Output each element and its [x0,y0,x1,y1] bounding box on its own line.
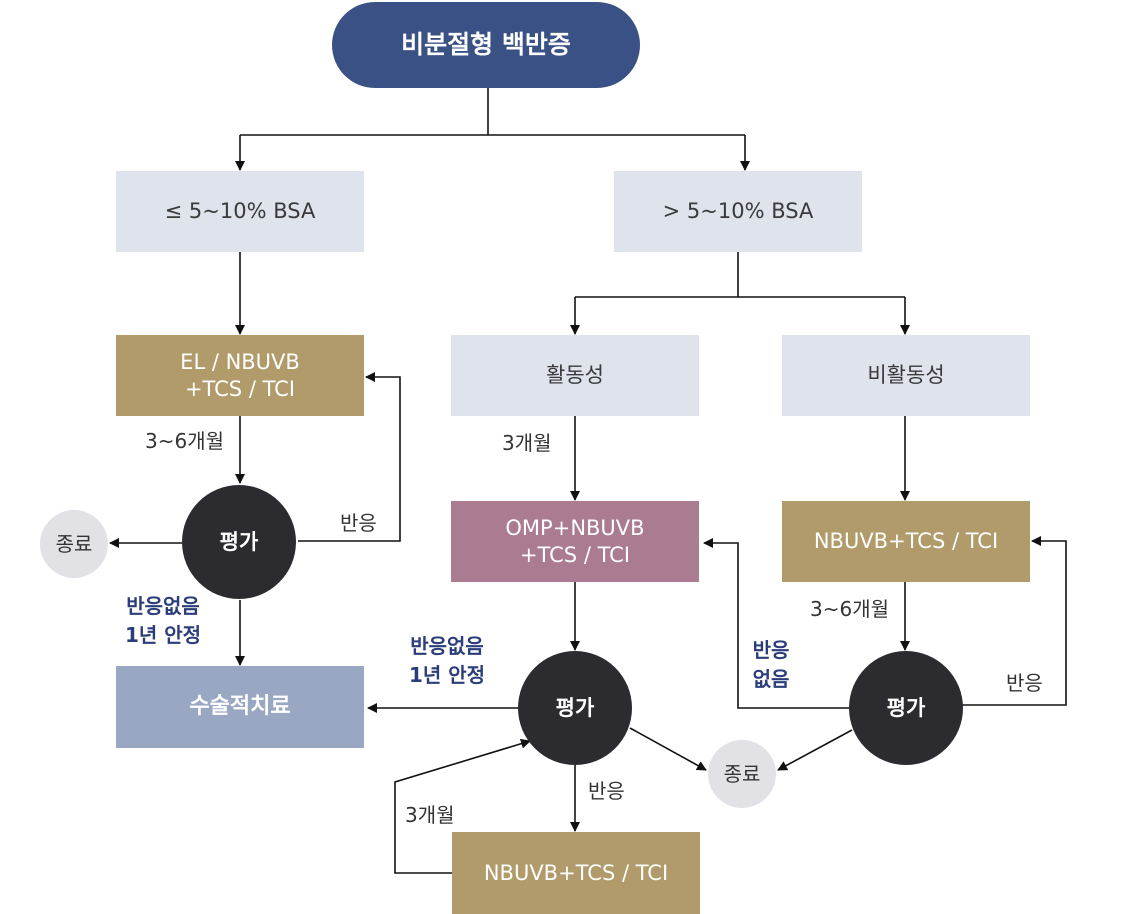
bsa-low-label: ≤ 5~10% BSA [164,199,316,224]
end-left-label: 종료 [55,531,93,556]
eval-left-circle: 평가 [182,485,296,599]
right-response-label: 반응 [1006,671,1043,695]
eval-middle-circle: 평가 [518,651,632,765]
bsa-high-box: > 5~10% BSA [614,171,862,252]
left-treatment-box: EL / NBUVB +TCS / TCI [116,335,364,416]
eval-middle-label: 평가 [555,695,595,720]
eval-right-circle: 평가 [849,651,963,765]
middle-no-response-line2: 1년 안정 [408,663,486,687]
middle-response-label: 반응 [588,779,625,803]
eval-right-label: 평가 [886,695,926,720]
inactive-treatment-box: NBUVB+TCS / TCI [782,501,1030,582]
right-no-response-line1: 반응 [752,638,790,662]
bsa-low-box: ≤ 5~10% BSA [116,171,364,252]
bsa-high-label: > 5~10% BSA [662,199,814,224]
left-no-response-line1: 반응없음 [126,594,200,618]
omp-treatment-box: OMP+NBUVB +TCS / TCI [451,501,699,582]
inactive-treatment-label: NBUVB+TCS / TCI [813,529,999,554]
connector-bottom-loop [394,738,531,874]
left-treatment-line1: EL / NBUVB [180,350,300,375]
right-no-response-label: 반응 없음 [740,636,802,694]
active-label: 활동성 [546,363,604,388]
left-duration-label: 3~6개월 [145,429,225,453]
bottom-treatment-label: NBUVB+TCS / TCI [483,860,669,885]
left-response-label: 반응 [340,511,377,535]
middle-no-response-line1: 반응없음 [410,634,484,658]
middle-duration-label: 3개월 [502,431,552,455]
surgery-label: 수술적치료 [189,694,291,720]
flowchart-title-text: 비분절형 백반증 [401,30,571,60]
omp-treatment-line2: +TCS / TCI [519,542,631,567]
connector-left-response-loop [298,372,401,542]
left-treatment-line2: +TCS / TCI [184,376,296,401]
active-box: 활동성 [451,335,699,416]
end-left-circle: 종료 [40,510,108,578]
inactive-box: 비활동성 [782,335,1030,416]
connector-right-response-loop [962,536,1067,706]
connector-right-eval-to-end [777,729,853,771]
connector-right-no-response-loop [703,538,850,709]
flowchart-title: 비분절형 백반증 [332,2,640,88]
bottom-duration-label: 3개월 [405,803,455,827]
left-no-response-line2: 1년 안정 [124,623,202,647]
left-no-response-label: 반응없음 1년 안정 [108,592,218,650]
connector-middle-eval-to-end [629,727,707,771]
end-middle-circle: 종료 [708,740,776,808]
right-no-response-line2: 없음 [752,667,790,691]
bottom-treatment-box: NBUVB+TCS / TCI [452,832,700,914]
inactive-label: 비활동성 [867,363,945,388]
middle-no-response-label: 반응없음 1년 안정 [392,632,502,690]
omp-treatment-line1: OMP+NBUVB [505,516,645,541]
surgery-box: 수술적치료 [116,666,364,748]
right-duration-label: 3~6개월 [810,597,890,621]
end-middle-label: 종료 [723,761,761,786]
eval-left-label: 평가 [219,529,259,554]
